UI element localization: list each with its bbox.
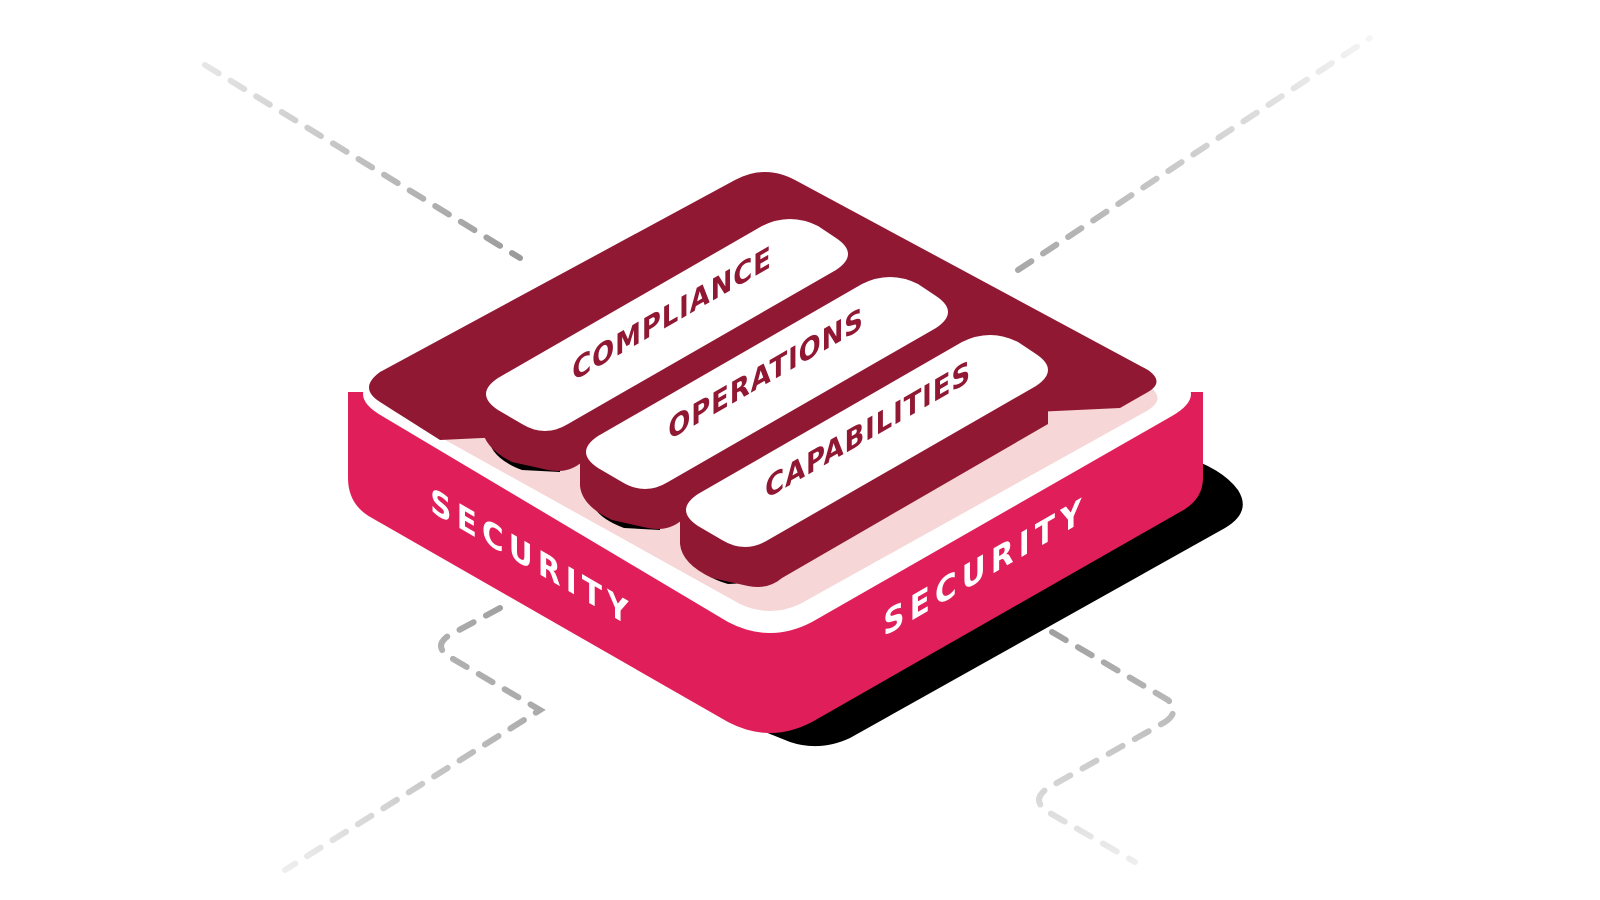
top-right-connector — [1015, 35, 1373, 273]
block-compliance — [482, 219, 848, 472]
block-capabilities — [680, 335, 1048, 587]
bottom-right-connector — [1036, 629, 1177, 865]
top-left-connector — [202, 62, 523, 261]
block-operations — [580, 277, 948, 530]
bottom-left-connector — [282, 605, 546, 873]
